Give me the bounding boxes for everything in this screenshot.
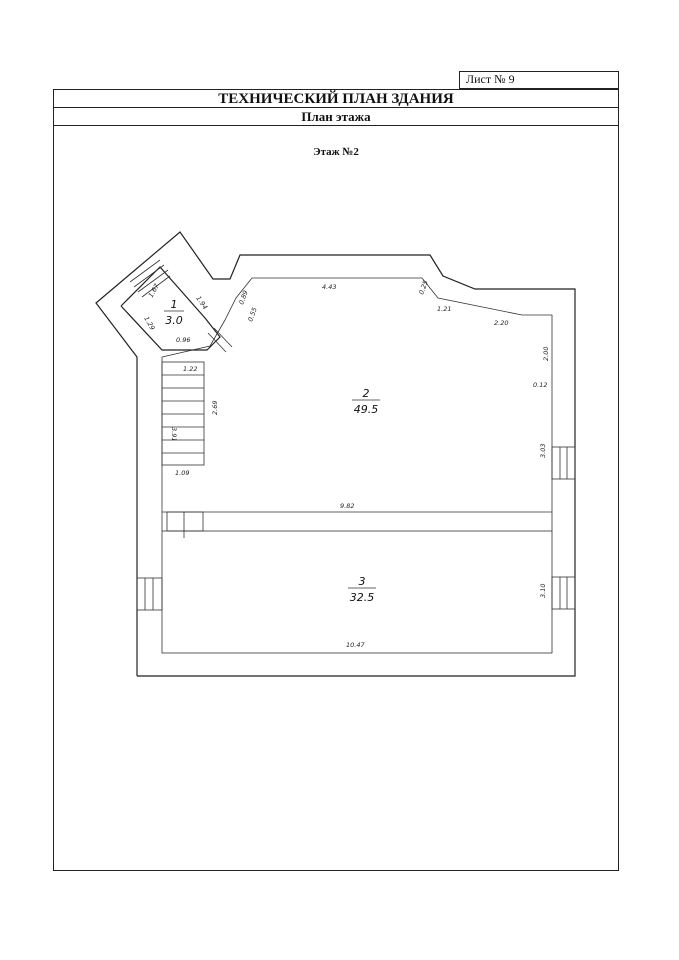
windows [136,446,576,611]
drawing-frame: ТЕХНИЧЕСКИЙ ПЛАН ЗДАНИЯ План этажа Этаж … [53,89,619,871]
dim-0-25: 0.25 [417,279,429,295]
dim-9-82: 9.82 [340,502,354,510]
doors [166,327,233,538]
dim-1-29: 1.29 [142,315,156,332]
room-1-area: 3.0 [165,314,183,327]
dim-2-20: 2.20 [494,319,508,327]
room-2-number: 2 [363,387,370,400]
dim-3-10: 3.10 [539,584,547,598]
outer-walls [95,231,576,677]
dim-1-21: 1.21 [437,305,451,313]
dim-1-09: 1.09 [175,469,189,477]
document-title: ТЕХНИЧЕСКИЙ ПЛАН ЗДАНИЯ [54,90,618,108]
room-2-area: 49.5 [354,403,379,416]
dim-0-89: 0.89 [237,289,249,305]
dim-2-69: 2.69 [211,401,219,415]
dim-0-55: 0.55 [246,306,258,322]
stair-room-2 [161,361,205,466]
dim-3-91: 3.91 [170,427,178,441]
dim-1-22: 1.22 [183,365,197,373]
dim-2-00: 2.00 [542,347,550,361]
dim-10-47: 10.47 [346,641,365,649]
dim-0-96: 0.96 [176,336,190,344]
document-subtitle: План этажа [54,108,618,126]
stair-room-1 [129,259,171,298]
room-3-number: 3 [359,575,366,588]
room-1-number: 1 [171,298,178,311]
dim-0-12: 0.12 [533,381,547,389]
dim-4-43: 4.43 [322,283,336,291]
dim-3-03: 3.03 [539,444,547,458]
floor-label: Этаж №2 [313,146,359,158]
sheet-number-box [459,71,619,89]
room-3-area: 32.5 [350,591,375,604]
sheet-number-label: Лист № 9 [466,72,515,86]
